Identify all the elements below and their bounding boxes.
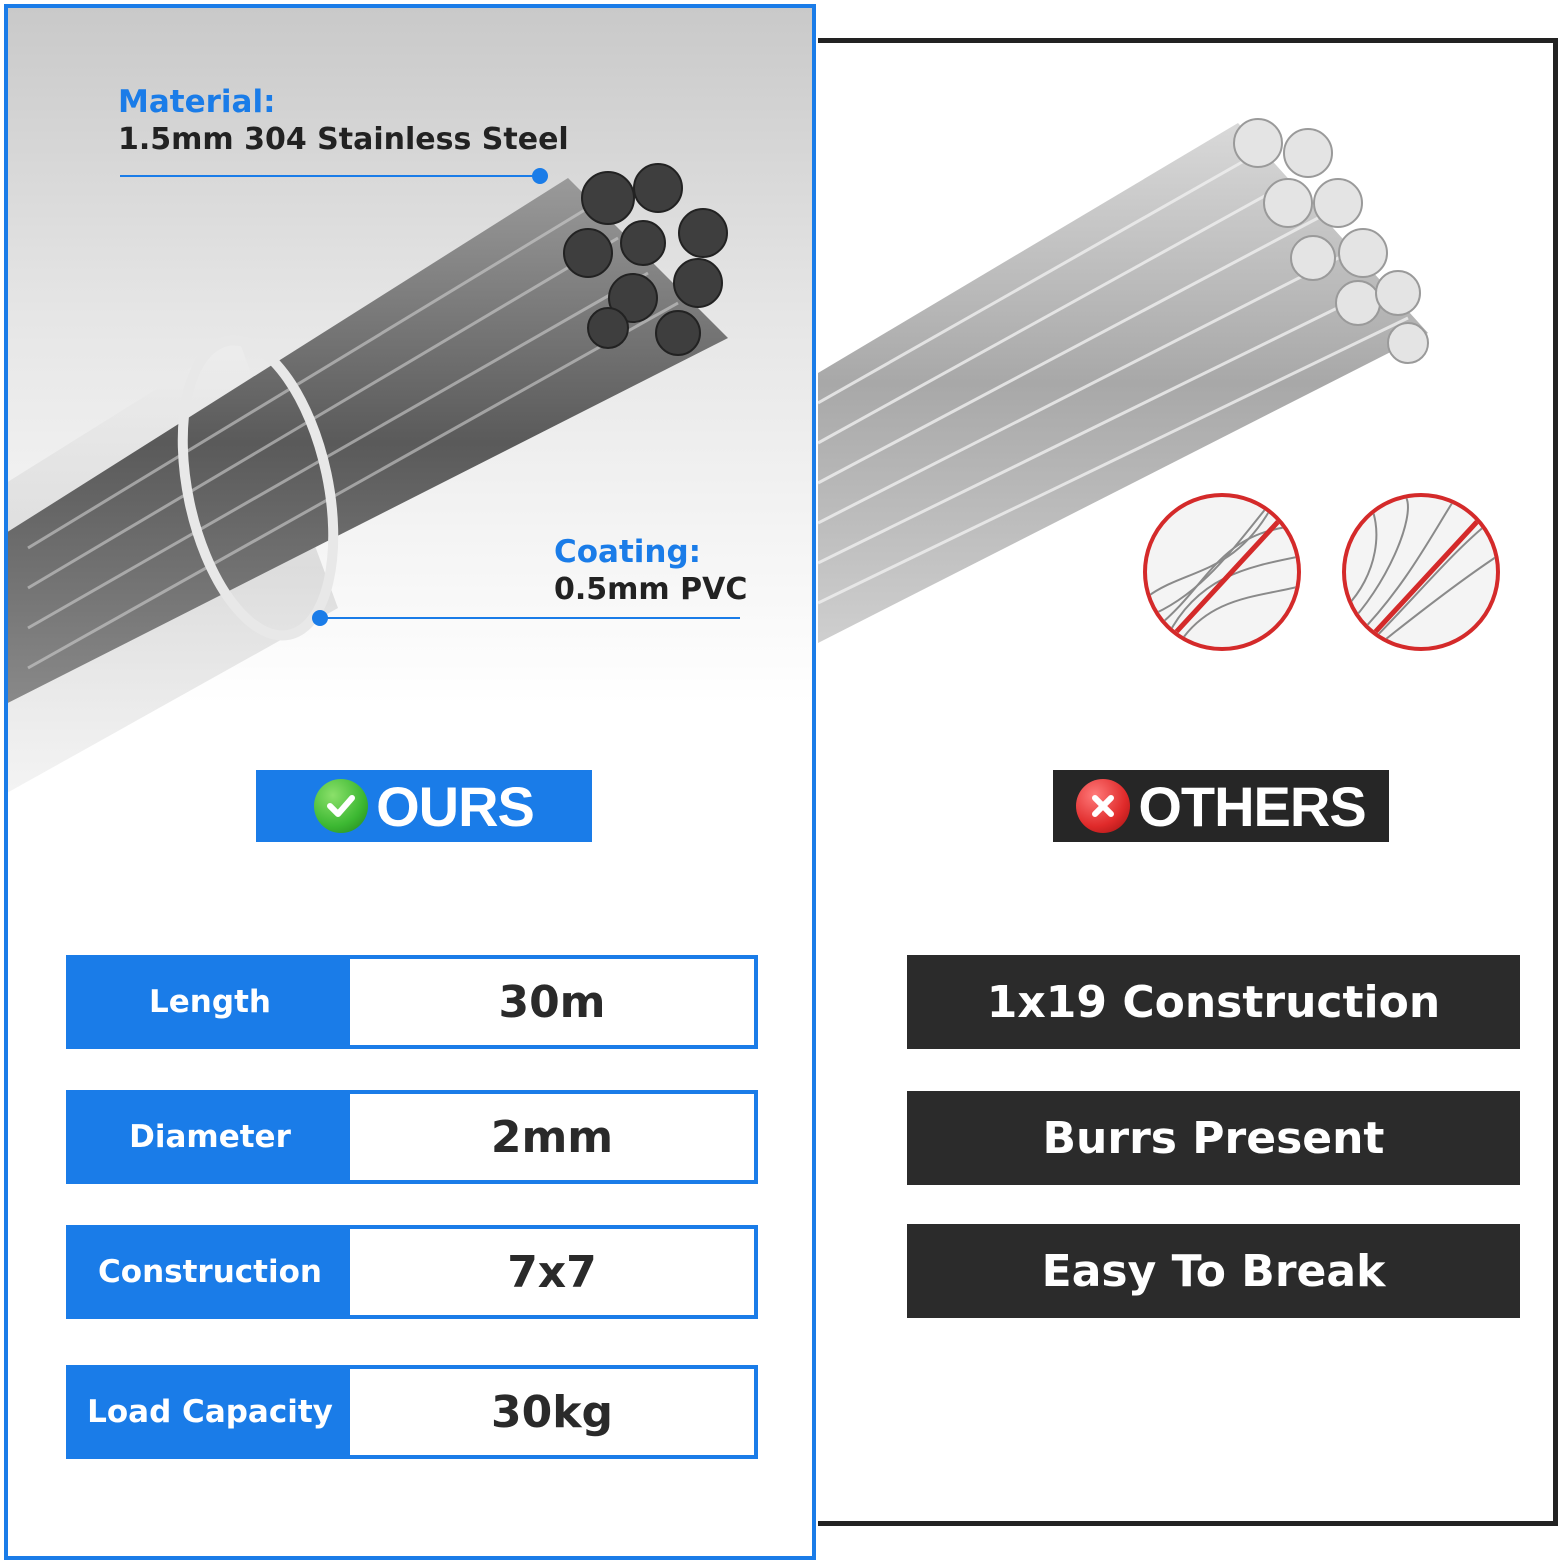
spec-value: 2mm: [490, 1111, 614, 1163]
others-item-construction: 1x19 Construction: [907, 955, 1520, 1049]
material-title: Material:: [118, 84, 276, 120]
check-icon: [314, 779, 369, 833]
material-value: 1.5mm 304 Stainless Steel: [118, 122, 569, 157]
others-item-break: Easy To Break: [907, 1224, 1520, 1318]
frayed-wire-icon: [1147, 497, 1297, 647]
ours-label: OURS: [376, 774, 535, 838]
frayed-wire-defect-2: [1342, 493, 1500, 651]
spec-label: Load Capacity: [70, 1369, 350, 1455]
others-item-burrs: Burrs Present: [907, 1091, 1520, 1185]
spec-row-diameter: Diameter 2mm: [66, 1090, 758, 1184]
frayed-wire-defect-1: [1143, 493, 1301, 651]
uncoated-cable-image: [818, 118, 1429, 643]
coating-callout-line: [320, 617, 740, 619]
cross-icon: [1076, 779, 1131, 833]
coating-callout-dot: [312, 610, 328, 626]
ours-badge: OURS: [256, 770, 592, 842]
spec-label: Construction: [70, 1229, 350, 1315]
others-label: OTHERS: [1138, 774, 1366, 838]
coating-value: 0.5mm PVC: [554, 572, 748, 607]
spec-value: 7x7: [507, 1246, 597, 1298]
spec-value: 30kg: [491, 1386, 613, 1438]
others-badge: OTHERS: [1053, 770, 1389, 842]
spec-row-load-capacity: Load Capacity 30kg: [66, 1365, 758, 1459]
spec-label: Diameter: [70, 1094, 350, 1180]
coating-title: Coating:: [554, 534, 702, 570]
spec-value: 30m: [498, 976, 606, 1028]
spec-row-length: Length 30m: [66, 955, 758, 1049]
material-callout-line: [120, 175, 540, 177]
frayed-wire-icon: [1346, 497, 1496, 647]
spec-row-construction: Construction 7x7: [66, 1225, 758, 1319]
material-callout-dot: [532, 168, 548, 184]
coated-cable-image: [8, 163, 728, 793]
spec-label: Length: [70, 959, 350, 1045]
